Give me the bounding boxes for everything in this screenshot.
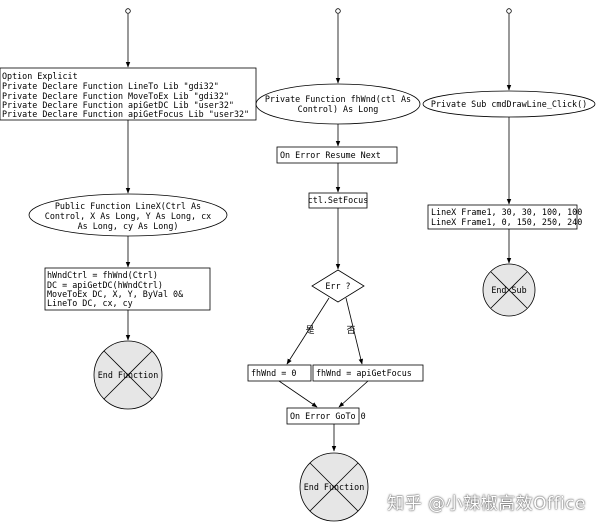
yes-label: 是: [305, 325, 314, 336]
declaration-line: Private Declare Function LineTo Lib "gdi…: [2, 81, 219, 91]
declaration-line: Private Declare Function apiGetFocus Lib…: [2, 109, 249, 119]
decision-text: Err ?: [325, 281, 350, 291]
function-header-line: Control, X As Long, Y As Long, cx: [45, 211, 211, 221]
declaration-line: Option Explicit: [2, 71, 78, 81]
err-decision-diamond: [311, 269, 365, 303]
merge-connector: [338, 380, 369, 408]
sub-header-text: Private Sub cmdDrawLine_Click(): [431, 99, 587, 109]
end-sub-node: End Sub: [482, 263, 536, 317]
body-line: hWndCtrl = fhWnd(Ctrl): [47, 270, 158, 280]
body-line: MoveToEx DC, X, Y, ByVal 0&: [47, 289, 183, 299]
start-node: [125, 8, 131, 14]
call-line: LineX Frame1, 30, 30, 100, 100: [431, 207, 582, 217]
declaration-line: Private Declare Function MoveToEx Lib "g…: [2, 91, 229, 101]
linex-body-box: [44, 267, 211, 311]
flow-column-linex: Option Explicit Private Declare Function…: [0, 8, 257, 410]
on-error-resume-text: On Error Resume Next: [280, 150, 381, 160]
set-focus-text: ctl.SetFocus: [308, 195, 369, 205]
function-header-line: Private Function fhWnd(ctl As: [265, 94, 411, 104]
function-header-line: Public Function LineX(Ctrl As: [55, 201, 201, 211]
declaration-line: Private Declare Function apiGetDC Lib "u…: [2, 100, 234, 110]
end-function-node: End Function: [93, 340, 163, 410]
watermark: 知乎 @小辣椒高效Office: [387, 494, 586, 514]
function-header-line: As Long, cy As Long): [78, 221, 179, 231]
end-function-node: End Function: [299, 452, 369, 522]
on-error-resume-box: [276, 146, 398, 164]
flow-column-cmddrawline: Private Sub cmdDrawLine_Click() LineX Fr…: [422, 8, 596, 317]
declarations-box: [0, 67, 257, 121]
end-label: End Sub: [491, 285, 526, 295]
start-node: [335, 8, 341, 14]
body-line: DC = apiGetDC(hWndCtrl): [47, 280, 163, 290]
merge-connector: [278, 380, 318, 408]
body-line: LineTo DC, cx, cy: [47, 298, 133, 308]
end-label: End Function: [98, 370, 159, 380]
linex-calls-box: [427, 204, 578, 230]
flow-column-fhwnd: Private Function fhWnd(ctl As Control) A…: [247, 8, 424, 522]
no-branch-connector: [345, 297, 363, 365]
on-error-goto-box: [286, 407, 360, 425]
no-label: 否: [346, 325, 355, 336]
start-node: [506, 8, 512, 14]
call-line: LineX Frame1, 0, 150, 250, 240: [431, 217, 582, 227]
end-label: End Function: [304, 482, 365, 492]
function-header-line: Control) As Long: [298, 104, 379, 114]
yes-result-text: fhWnd = 0: [251, 368, 296, 378]
no-result-text: fhWnd = apiGetFocus: [316, 368, 412, 378]
on-error-goto-text: On Error GoTo 0: [290, 411, 366, 421]
yes-branch-connector: [286, 297, 330, 365]
